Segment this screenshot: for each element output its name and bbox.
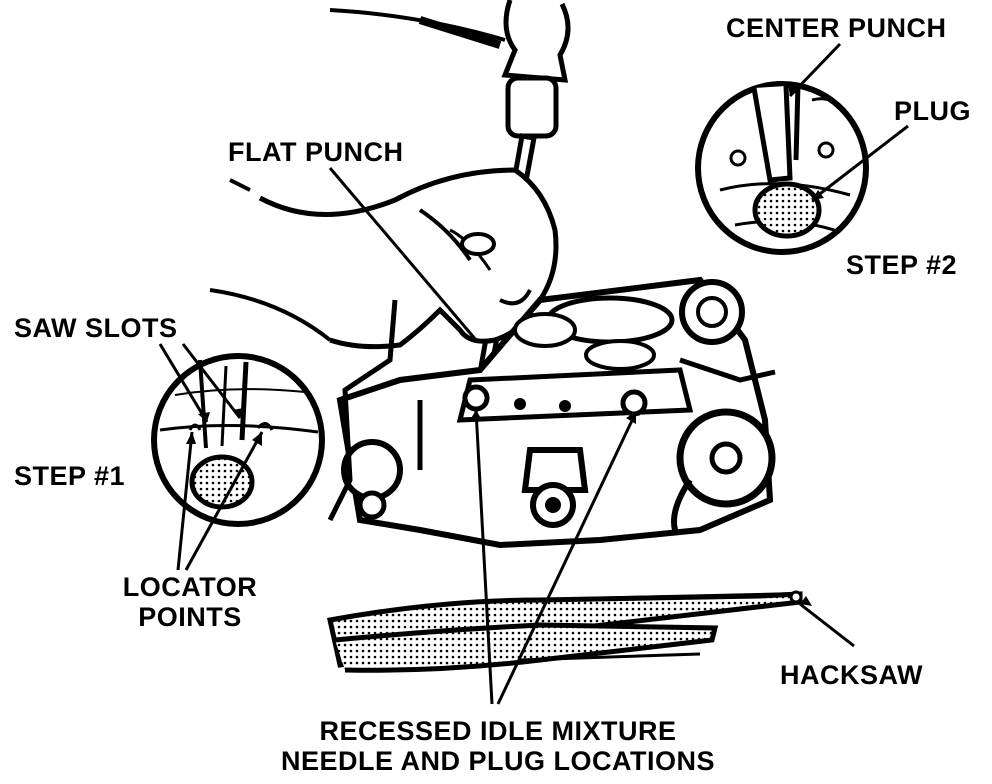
leader-saw-slot-2: [181, 343, 242, 419]
leader-flat-punch: [328, 167, 478, 341]
leader-hacksaw: [799, 602, 855, 648]
label-locator-line1: LOCATOR: [122, 572, 258, 602]
label-locator-points: LOCATOR POINTS: [100, 572, 280, 632]
label-step-2: STEP #2: [846, 250, 958, 280]
carburetor-body: [327, 276, 776, 549]
label-hacksaw: HACKSAW: [780, 660, 923, 690]
leader-center-punch: [788, 42, 842, 98]
label-step-1: STEP #1: [14, 461, 126, 491]
label-center-punch: CENTER PUNCH: [726, 13, 947, 43]
leader-recessed-1: [474, 409, 494, 705]
label-plug: PLUG: [894, 96, 972, 126]
label-recessed-line2: NEEDLE AND PLUG LOCATIONS: [280, 746, 715, 776]
hacksaw: [326, 590, 803, 673]
leader-locator-1: [176, 431, 194, 571]
leader-lines: [158, 42, 909, 705]
leader-plug: [811, 124, 909, 202]
label-locator-line2: POINTS: [138, 602, 242, 632]
leader-locator-2: [184, 431, 264, 571]
label-recessed-line1: RECESSED IDLE MIXTURE: [319, 716, 677, 746]
step2-inset: [695, 81, 869, 255]
leader-saw-slot-1: [158, 343, 209, 423]
hand: [209, 167, 559, 350]
leader-recessed-2: [496, 411, 638, 705]
label-saw-slots: SAW SLOTS: [14, 313, 178, 343]
label-recessed-idle-mixture: RECESSED IDLE MIXTURE NEEDLE AND PLUG LO…: [246, 716, 750, 776]
label-flat-punch: FLAT PUNCH: [228, 137, 404, 167]
step1-inset: [151, 353, 325, 527]
